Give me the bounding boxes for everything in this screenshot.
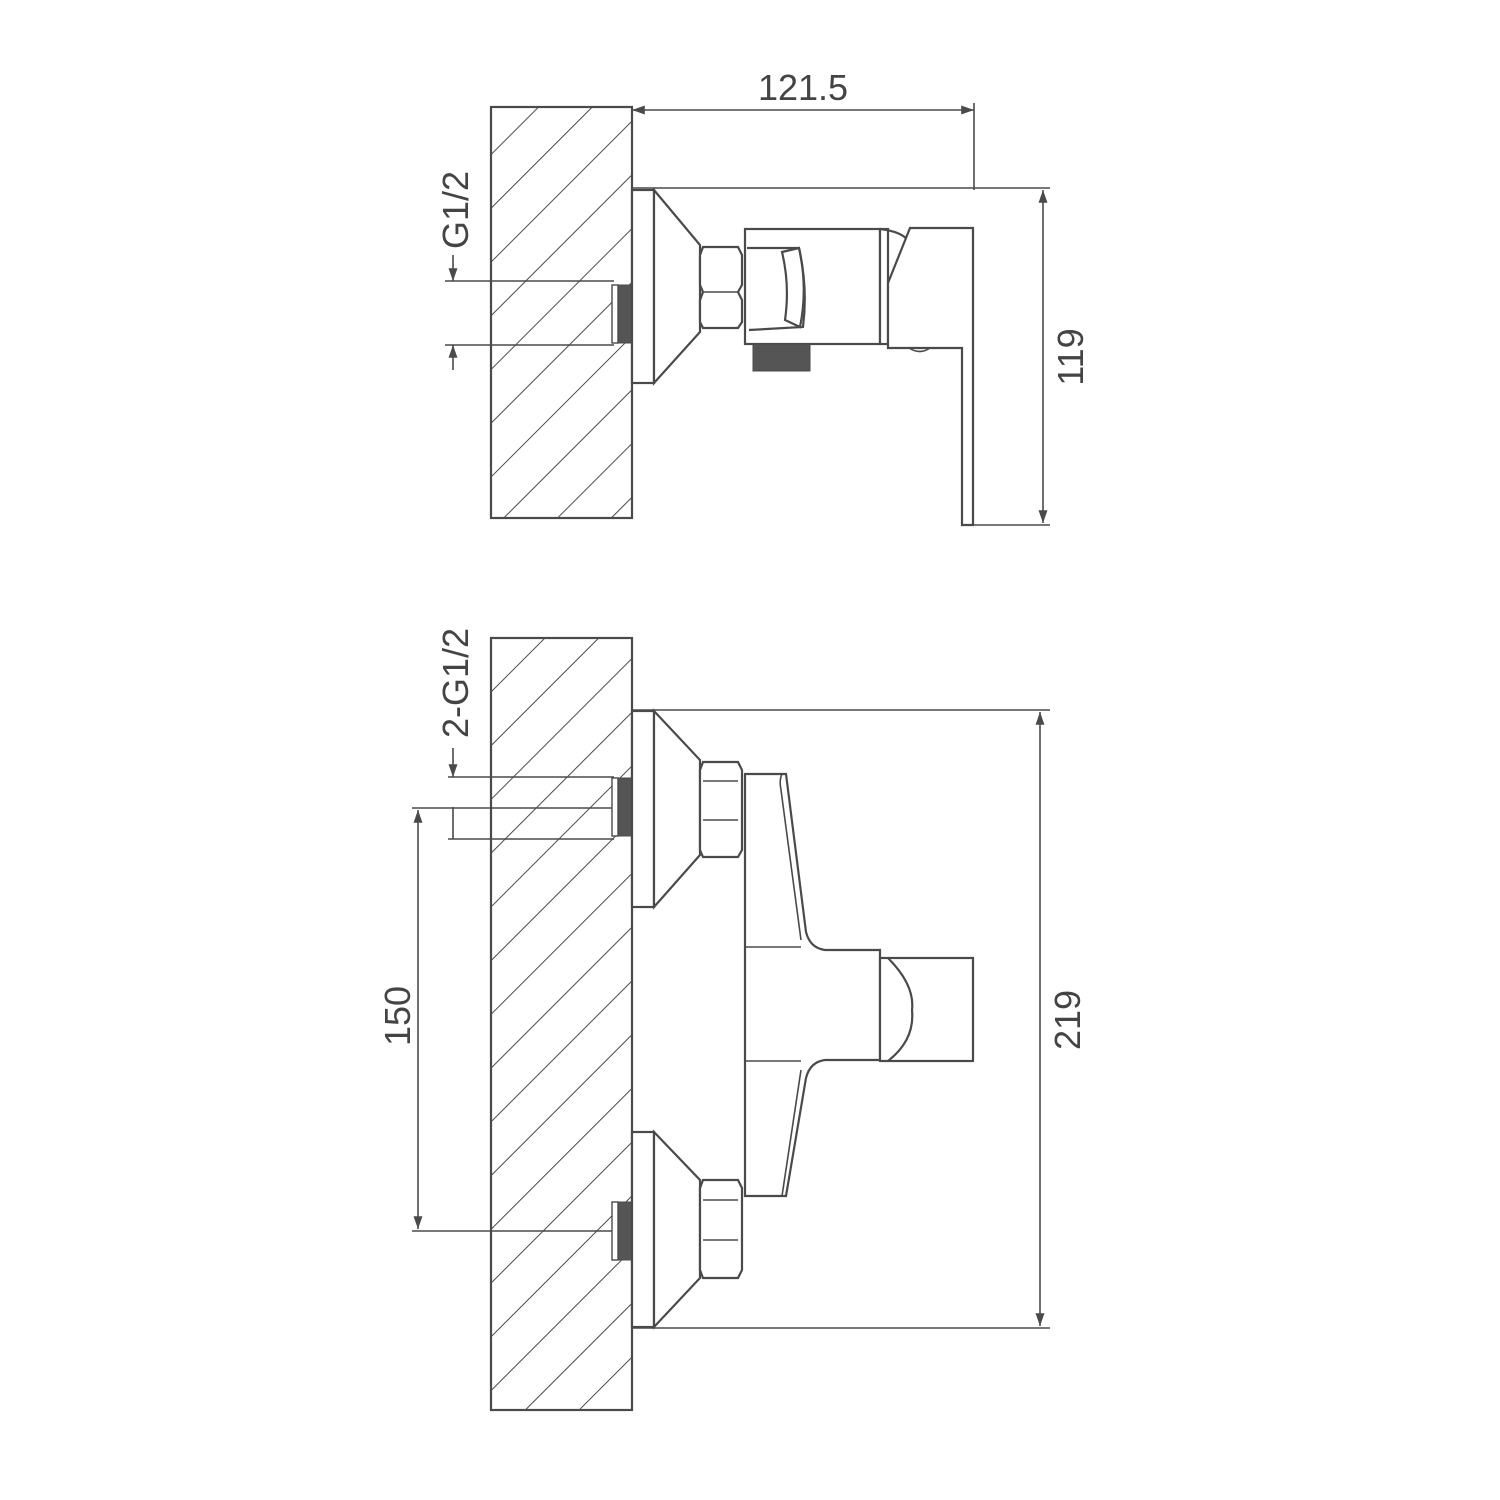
dimension-thread-front: 2-G1/2	[435, 628, 614, 840]
dim-label-219: 219	[1047, 990, 1088, 1050]
escutcheon-upper	[630, 708, 702, 910]
hex-nut-lower	[698, 1178, 744, 1280]
outlet-thread	[752, 343, 811, 372]
wall-section-top	[489, 105, 634, 520]
dim-label-150: 150	[377, 986, 418, 1046]
dimension-height-top: 119	[632, 187, 1091, 526]
side-view: 121.5 119 G1/2	[435, 67, 1091, 527]
handle-cap-front	[878, 956, 975, 1063]
dimension-thread-top: G1/2	[435, 171, 614, 370]
inlet-thread-top	[611, 284, 633, 344]
wall-section-bottom	[489, 636, 634, 1412]
thread-label-g1-2: G1/2	[435, 171, 476, 249]
escutcheon-lower	[630, 1129, 702, 1330]
handle-lever-top	[886, 226, 975, 527]
thread-label-2-g1-2: 2-G1/2	[435, 628, 476, 738]
dim-label-121-5: 121.5	[758, 67, 848, 108]
inlet-thread-upper	[611, 777, 633, 837]
inlet-thread-lower	[611, 1201, 633, 1261]
valve-body-top	[743, 227, 907, 346]
escutcheon-flange-top	[630, 186, 702, 386]
valve-body-front	[743, 772, 882, 1198]
hex-nut-top	[698, 245, 744, 330]
hex-nut-upper	[698, 760, 744, 859]
dimension-depth: 121.5	[632, 67, 975, 190]
dimension-height-front: 219	[632, 709, 1088, 1329]
front-view: 219 150 2-G1/2	[377, 628, 1088, 1412]
dimension-center-distance: 150	[377, 807, 612, 1232]
dim-label-119: 119	[1050, 328, 1091, 385]
